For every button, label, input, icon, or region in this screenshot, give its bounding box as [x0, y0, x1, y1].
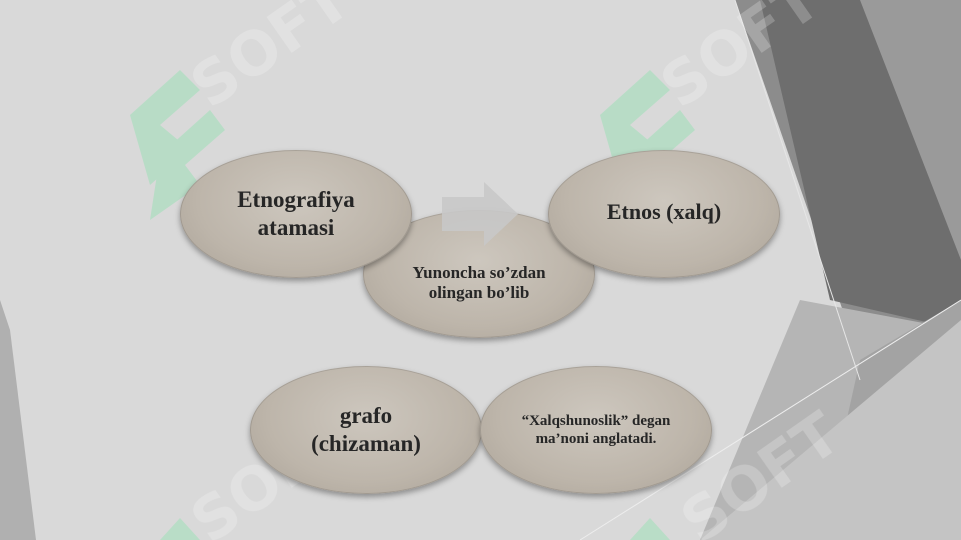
watermark-logo-icon [160, 518, 670, 540]
watermark-text: SOFT [178, 0, 362, 122]
node-etnos-label: Etnos (xalq) [606, 198, 722, 224]
node-grafo-label: grafo (chizaman) [311, 403, 421, 456]
node-xalqshunoslik-label: “Xalqshunoslik” degan ma’noni anglatadi. [521, 413, 671, 447]
node-etnografiya: Etnografiya atamasi [180, 150, 412, 278]
arrow-right-icon [442, 182, 518, 246]
node-xalqshunoslik: “Xalqshunoslik” degan ma’noni anglatadi. [480, 366, 712, 494]
node-etnos: Etnos (xalq) [548, 150, 780, 278]
node-grafo: grafo (chizaman) [250, 366, 482, 494]
node-yunoncha-label: Yunoncha so’zdan olingan bo’lib [412, 262, 546, 302]
watermark-logo-icon [130, 70, 225, 220]
node-etnografiya-label: Etnografiya atamasi [237, 187, 355, 240]
